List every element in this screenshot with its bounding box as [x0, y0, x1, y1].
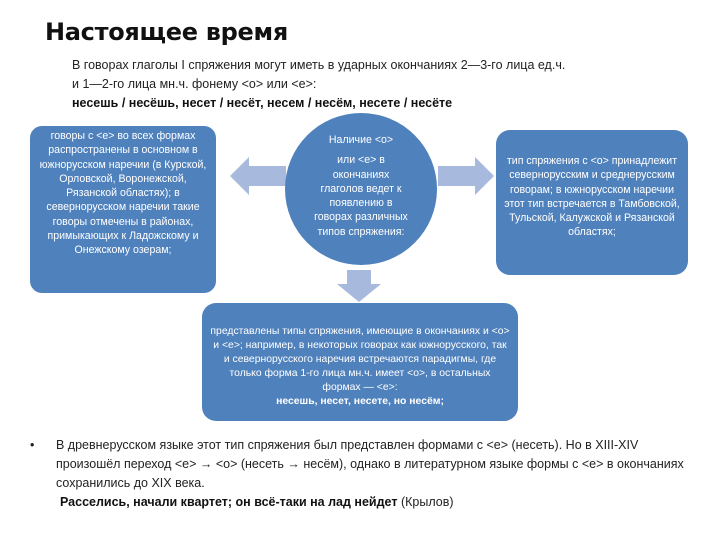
bottom-box-examples: несешь, несет, несете, но несём; [276, 396, 444, 407]
center-circle-line-1: Наличие <о> [328, 134, 394, 146]
quote-author: (Крылов) [400, 495, 454, 509]
bullet-paragraph: • В древнерусском языке этот тип спряжен… [30, 436, 700, 512]
center-circle: Наличие <о> или <е> в окончаниях глаголо… [285, 113, 437, 265]
arrow-left-icon [230, 157, 286, 195]
right-box-text: тип спряжения с <о> принадлежит севернор… [504, 155, 680, 239]
right-box-northern-o: тип спряжения с <о> принадлежит севернор… [496, 130, 688, 275]
intro-line-2: и 1—2-го лица мн.ч. фонему <о> или <е>: [72, 77, 317, 91]
bullet-text: В древнерусском языке этот тип спряжения… [56, 438, 684, 490]
bottom-box-mixed-types: представлены типы спряжения, имеющие в о… [202, 303, 518, 421]
arrow-down-icon [337, 270, 381, 302]
quote-text: Расселись, начали квартет; он всё-таки н… [60, 495, 398, 509]
quote-line: Расселись, начали квартет; он всё-таки н… [60, 493, 700, 512]
intro-examples: несешь / несёшь, несет / несёт, несем / … [72, 96, 453, 110]
left-box-text: говоры с <е> во всех формах распростране… [39, 130, 207, 257]
arrow-right-icon [438, 157, 494, 195]
bullet-marker: • [30, 438, 35, 452]
slide-title: Настоящее время [45, 18, 288, 46]
bottom-box-text: представлены типы спряжения, имеющие в о… [210, 326, 510, 393]
intro-line-1: В говорах глаголы I спряжения могут имет… [72, 58, 566, 72]
center-circle-line-2: или <е> в окончаниях глаголов ведет к по… [314, 154, 408, 238]
left-box-southern-e: говоры с <е> во всех формах распростране… [30, 126, 216, 293]
intro-paragraph: В говорах глаголы I спряжения могут имет… [72, 56, 702, 113]
